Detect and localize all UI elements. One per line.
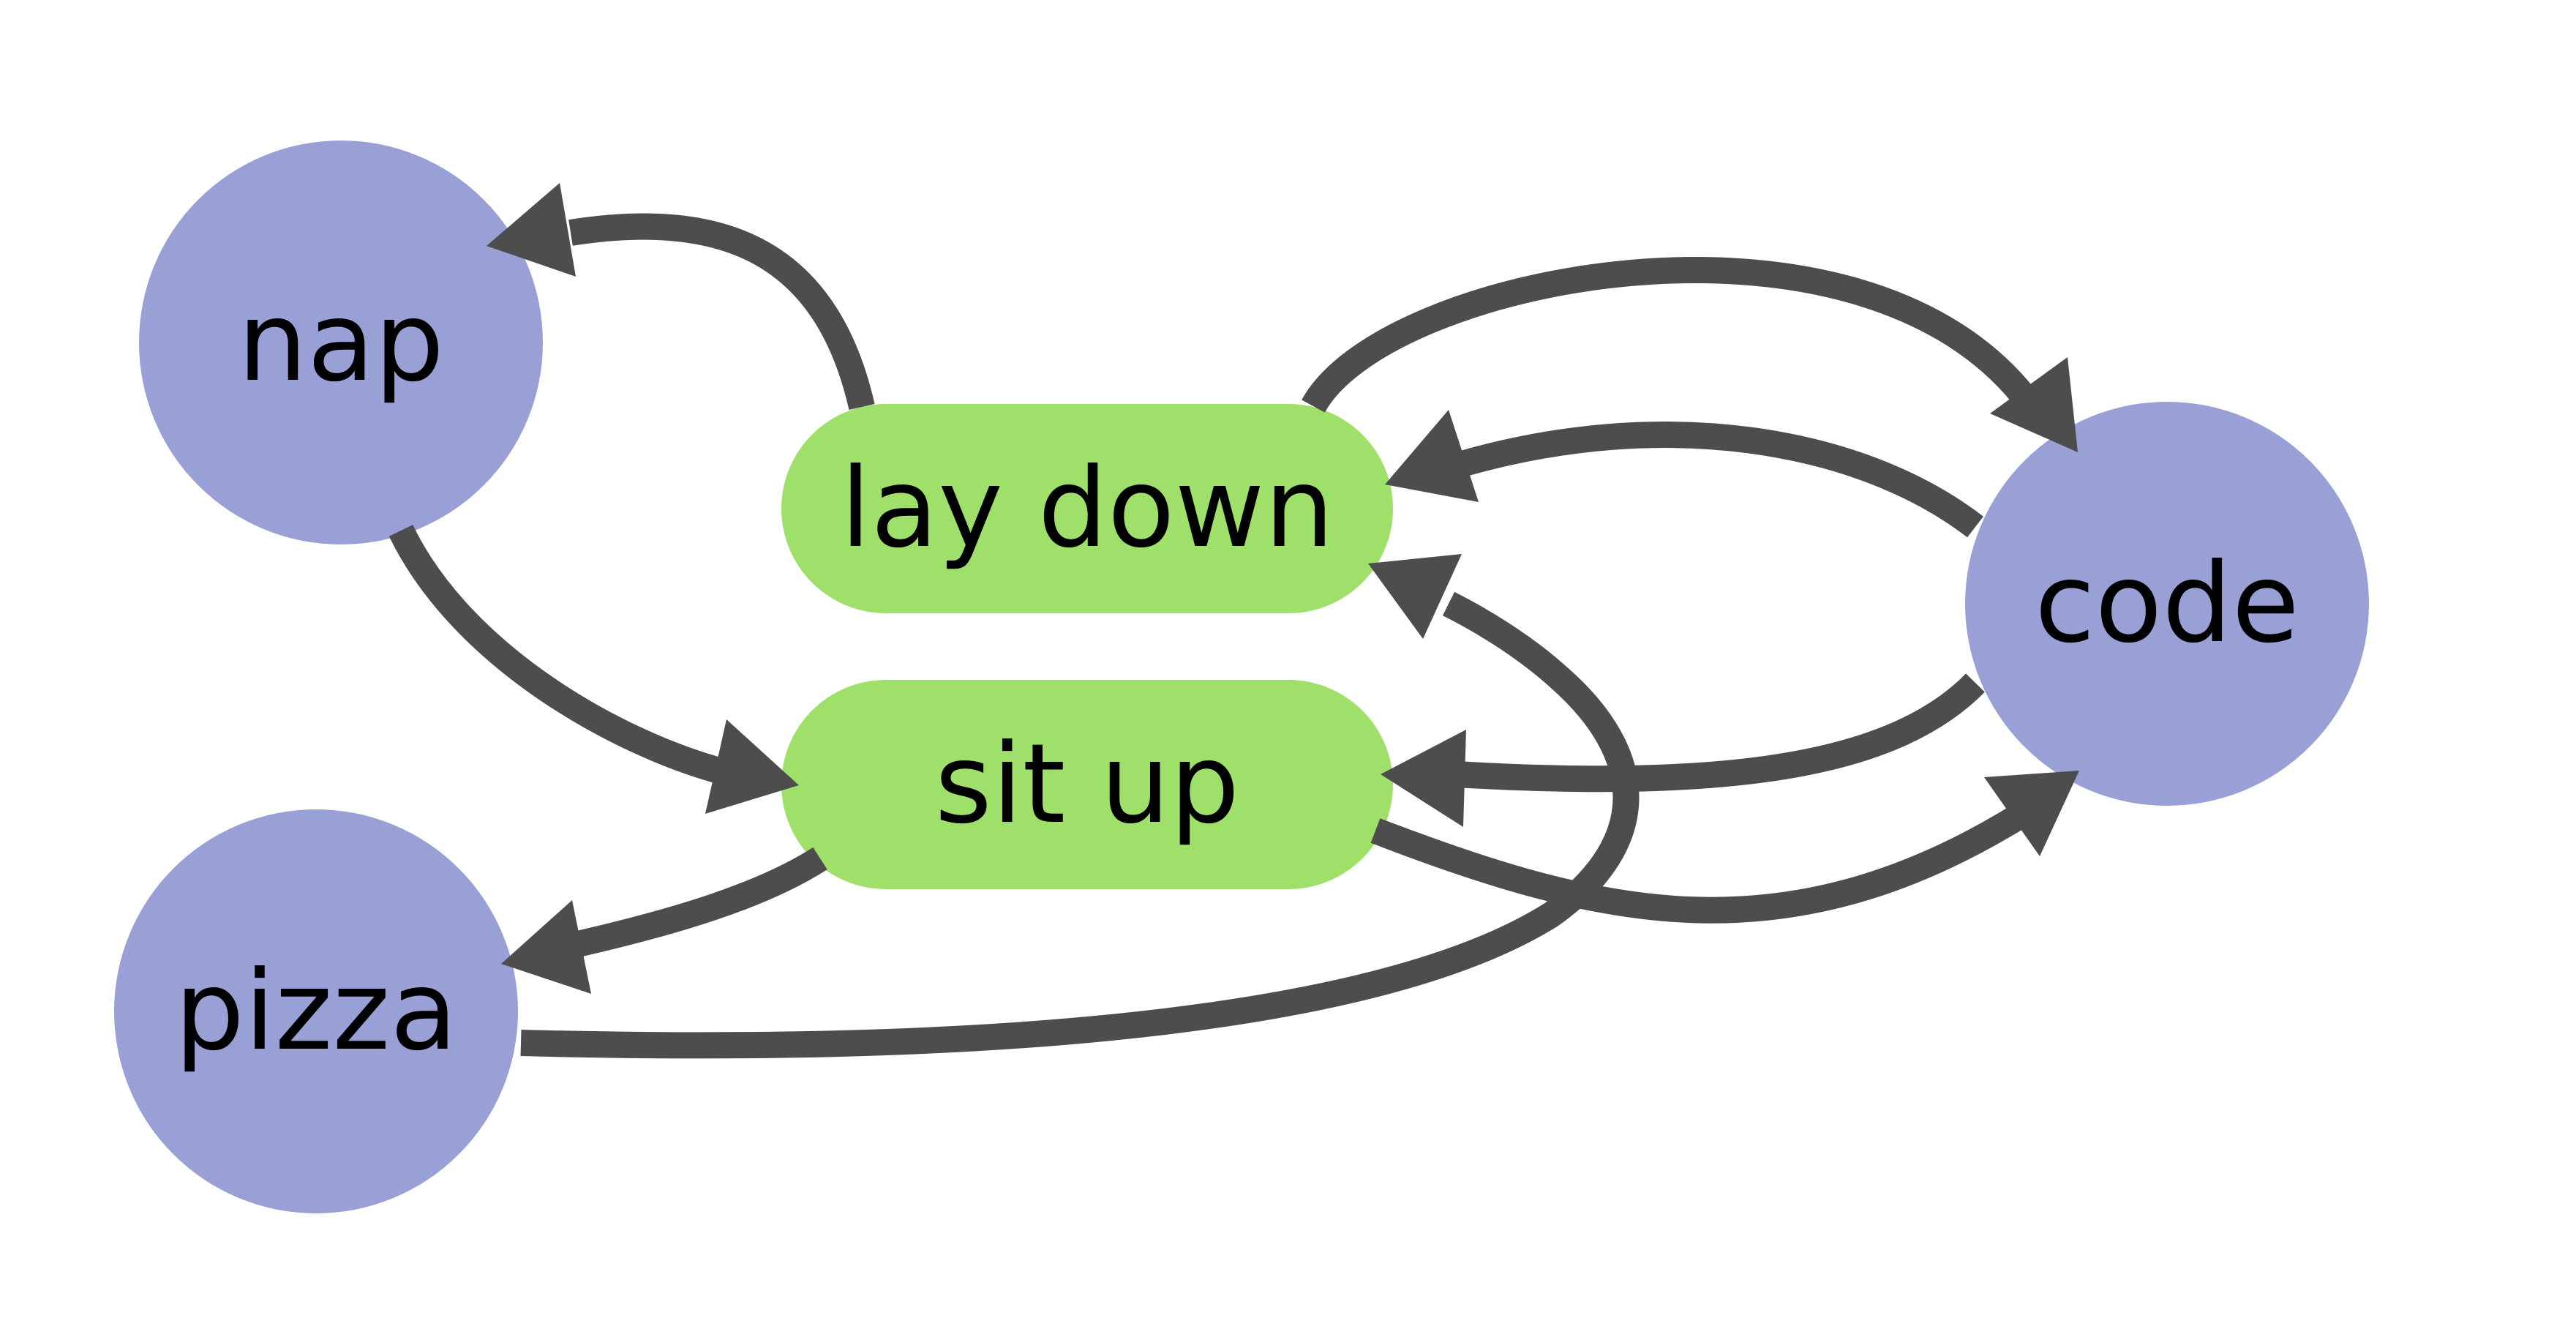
pizza-node-label: pizza — [175, 948, 457, 1075]
edge-pizza-to-lay-down-line — [520, 591, 1640, 1059]
edge-lay-down-to-nap-line — [568, 213, 875, 411]
edge-sit-up-to-code-line — [1370, 804, 2027, 924]
edge-nap-to-sit-up — [388, 525, 799, 814]
lay-down-node-shape — [781, 404, 1393, 613]
edge-lay-down-to-code-arrowhead — [1990, 357, 2078, 452]
code-node-shape — [1965, 402, 2369, 806]
sit-up-node-label: sit up — [935, 721, 1240, 848]
edge-code-to-sit-up-line — [1454, 673, 1985, 793]
edge-sit-up-to-code — [1370, 771, 2079, 924]
edge-lay-down-to-nap-arrowhead — [487, 183, 576, 277]
node-code: code — [1965, 402, 2369, 806]
nap-node-shape — [139, 141, 543, 544]
node-pizza: pizza — [114, 809, 518, 1213]
node-lay-down: lay down — [781, 404, 1393, 613]
node-nap: nap — [139, 141, 543, 544]
lay-down-node-label: lay down — [841, 445, 1334, 572]
pizza-node-shape — [114, 809, 518, 1213]
edge-lay-down-to-code — [1302, 257, 2078, 452]
edge-pizza-to-lay-down-arrowhead — [1368, 554, 1462, 639]
edge-nap-to-sit-up-arrowhead — [705, 719, 799, 814]
sit-up-node-shape — [781, 680, 1393, 889]
node-sit-up: sit up — [781, 680, 1393, 889]
edge-code-to-sit-up — [1381, 673, 1985, 827]
edge-lay-down-to-code-line — [1302, 257, 2033, 413]
edge-sit-up-to-code-arrowhead — [1984, 771, 2079, 856]
nap-node-label: nap — [238, 279, 444, 406]
code-node-label: code — [2035, 540, 2299, 667]
edge-code-to-lay-down — [1385, 410, 1983, 538]
edge-sit-up-to-pizza — [501, 847, 827, 994]
edge-sit-up-to-pizza-line — [574, 847, 827, 957]
edge-code-to-lay-down-arrowhead — [1385, 410, 1479, 502]
edge-code-to-sit-up-arrowhead — [1381, 730, 1466, 827]
edge-pizza-to-lay-down — [520, 554, 1640, 1059]
edge-nap-to-sit-up-line — [388, 525, 728, 785]
edge-code-to-lay-down-line — [1455, 422, 1983, 538]
edge-lay-down-to-nap — [487, 183, 875, 411]
edge-sit-up-to-pizza-arrowhead — [501, 900, 591, 994]
